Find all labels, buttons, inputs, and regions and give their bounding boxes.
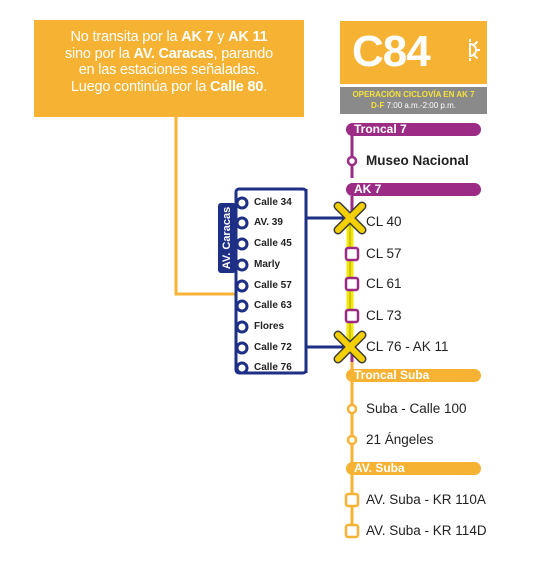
stop-ak7: CL 61	[366, 276, 402, 291]
detour-stop-marker	[235, 216, 249, 230]
stop-av-suba: AV. Suba - KR 114D	[366, 523, 487, 538]
detour-stop-marker	[235, 341, 249, 355]
detour-stop: AV. 39	[254, 217, 283, 228]
detour-stop: Calle 63	[254, 300, 292, 311]
section-troncal-suba: Troncal Suba	[354, 368, 430, 382]
stop-ak7: CL 57	[366, 246, 402, 261]
route-badge: C84	[340, 21, 487, 84]
notice-line-4: Luego continúa por la Calle 80.	[70, 78, 268, 95]
stop-marker	[346, 434, 358, 446]
header-bar-av-suba	[346, 462, 481, 475]
notice-connector-line	[174, 117, 236, 296]
stop-ak7: CL 40	[366, 214, 402, 229]
stop-marker	[346, 155, 358, 167]
detour-stop-marker	[235, 237, 249, 251]
route-code: C84	[352, 27, 431, 76]
caracas-detour-label: AV. Caracas	[221, 206, 233, 270]
ciclovia-title: OPERACIÓN CICLOVÍA EN AK 7	[352, 90, 475, 99]
stop-marker	[344, 246, 360, 262]
detour-stop-marker	[235, 299, 249, 313]
stop-marker	[344, 523, 360, 539]
detour-stop: Calle 57	[254, 280, 292, 291]
stop-marker	[344, 276, 360, 292]
detour-link-bottom	[304, 345, 347, 373]
stop-marker	[344, 492, 360, 508]
detour-stop: Calle 72	[254, 342, 292, 353]
detour-link-top	[304, 189, 347, 220]
ciclovia-schedule: OPERACIÓN CICLOVÍA EN AK 7 D-F 7:00 a.m.…	[340, 87, 487, 114]
stop-museo-nacional: Museo Nacional	[366, 153, 469, 168]
detour-stop-marker	[235, 196, 249, 210]
stop-ak7: CL 73	[366, 308, 402, 323]
header-bar-ak7	[346, 183, 481, 196]
stop-troncal-suba: Suba - Calle 100	[366, 401, 467, 416]
detour-stop-marker	[235, 258, 249, 272]
section-ak7: AK 7	[354, 182, 382, 196]
header-bar-troncal7	[346, 123, 481, 136]
stop-marker	[346, 403, 358, 415]
closed-station-x-icon	[333, 201, 367, 235]
detour-stop: Marly	[254, 259, 281, 270]
closed-station-x-icon	[333, 330, 367, 364]
detour-stop: Calle 45	[254, 238, 292, 249]
header-bar-troncal-suba	[346, 369, 481, 382]
caracas-label-pill	[218, 203, 236, 273]
detour-stop: Calle 76	[254, 362, 292, 373]
section-av-suba: AV. Suba	[354, 461, 405, 475]
detour-stop: Calle 34	[254, 197, 292, 208]
notice-line-3: en las estaciones señaladas.	[78, 62, 260, 78]
stop-ak7: CL 76 - AK 11	[366, 339, 449, 354]
detour-notice: No transita por la AK 7 y AK 11 sino por…	[34, 20, 304, 117]
detour-stop-marker	[235, 279, 249, 293]
caracas-detour-track	[234, 187, 308, 375]
notice-line-2: sino por la AV. Caracas, parando	[64, 45, 274, 62]
detour-stop-marker	[235, 361, 249, 375]
stop-troncal-suba: 21 Ángeles	[366, 432, 434, 447]
detour-stop-marker	[235, 320, 249, 334]
ciclovia-hours: D-F 7:00 a.m.-2:00 p.m.	[371, 101, 456, 110]
section-troncal7: Troncal 7	[354, 122, 407, 136]
notice-line-1: No transita por la AK 7 y AK 11	[70, 29, 268, 45]
detour-stop: Flores	[254, 321, 285, 332]
stop-av-suba: AV. Suba - KR 110A	[366, 492, 486, 507]
sun-icon	[469, 39, 480, 61]
stop-marker	[344, 308, 360, 324]
